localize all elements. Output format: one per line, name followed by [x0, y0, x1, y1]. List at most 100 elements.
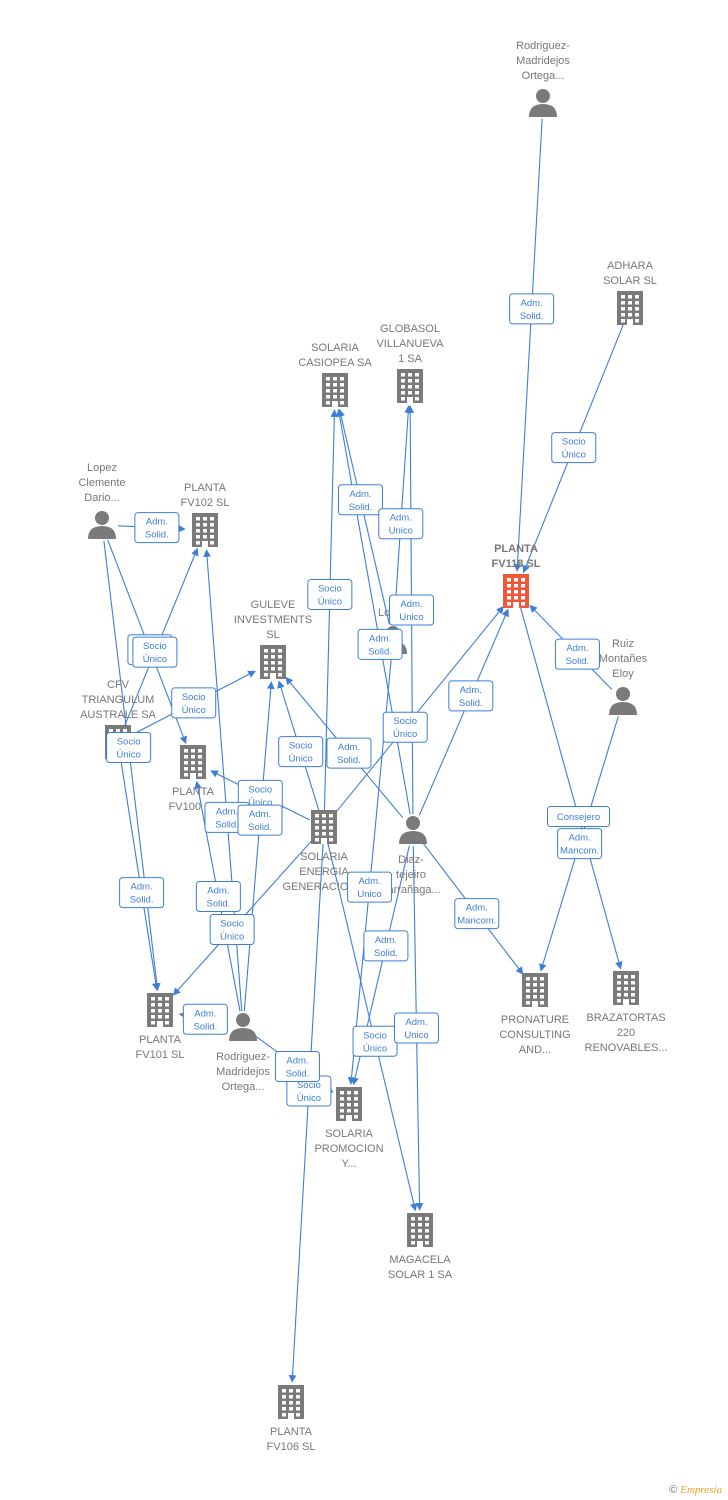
node-label: GULEVE [251, 599, 296, 611]
node-rodriguez-bottom[interactable]: Rodriguez-MadridejosOrtega... [216, 1013, 270, 1093]
node-label: tejeiro [396, 869, 426, 881]
node-solaria-energia[interactable]: SOLARIAENERGIAGENERACION... [282, 810, 366, 893]
node-pronature[interactable]: PRONATURECONSULTINGAND... [499, 973, 571, 1056]
relation-label-rodriguez_bottom-to-planta_fv100[interactable]: Adm.Solid. [195, 880, 241, 912]
relation-label-text: Adm. [369, 633, 391, 644]
relation-label-text: Único [220, 932, 244, 943]
node-diaz[interactable]: Diaz-tejeiroLarrañaga... [381, 816, 441, 896]
node-label: Rodriguez- [216, 1051, 270, 1063]
relation-label-text: Adm. [390, 513, 412, 524]
node-label: PRONATURE [501, 1014, 569, 1026]
relation-label-diaz-to-globasol[interactable]: Adm.Unico [389, 594, 435, 626]
relation-label-lopez_mid-to-solaria_casiopea[interactable]: Adm.Solid. [337, 484, 383, 516]
relation-label-text: Socio [220, 919, 244, 930]
relation-label-box [347, 871, 393, 903]
relation-label-box [554, 638, 600, 670]
relation-label-text: Solid. [130, 895, 154, 906]
relation-label-text: Adm. [338, 742, 360, 753]
relation-label-text: Solid. [248, 822, 272, 833]
relation-label-planta_fv118-to-brazatortas[interactable]: Consejero [546, 806, 610, 828]
node-label: GLOBASOL [380, 323, 440, 335]
node-label: Ortega... [522, 70, 565, 82]
node-solaria-promocion[interactable]: SOLARIAPROMOCIONY... [314, 1087, 384, 1170]
relation-label-text: Adm. [349, 489, 371, 500]
node-label: TRIANGULUM [82, 694, 155, 706]
relation-label-lopez_mid-to-globasol[interactable]: Adm.Unico [378, 508, 424, 540]
relation-label-text: Socio [562, 437, 586, 448]
relation-label-text: Adm. [521, 298, 543, 309]
building-icon [617, 291, 643, 325]
relation-label-text: Socio [117, 737, 141, 748]
building-icon [336, 1087, 362, 1121]
relation-label-cfv-to-planta_fv101[interactable]: Adm.Solid. [119, 877, 165, 909]
relation-label-box [551, 432, 597, 464]
node-label: Clemente [78, 477, 125, 489]
relation-label-rodriguez_bottom-to-guleve[interactable]: Adm. Solid. [237, 804, 283, 836]
node-lopez-clemente[interactable]: LopezClementeDario... [78, 462, 126, 539]
relation-label-text: Socio [363, 1030, 387, 1041]
node-label: FV101 SL [136, 1049, 185, 1061]
relation-label-rodriguez_bottom-to-solaria_promocion[interactable]: Adm.Solid. [274, 1051, 320, 1083]
relation-label-text: Adm. [566, 643, 588, 654]
relation-label-ruiz-to-planta_fv118[interactable]: Adm.Solid. [554, 638, 600, 670]
brand-logo[interactable]: Empresia [680, 1484, 722, 1496]
footer: © Empresia [669, 1484, 722, 1496]
relation-label-text: Adm. [358, 876, 380, 887]
edge-cfv-to-planta_fv101 [119, 757, 160, 992]
relation-label-lopez_mid-to-solaria_promocion[interactable]: Adm.Unico [347, 871, 393, 903]
node-label: PROMOCION [314, 1143, 383, 1155]
relation-label-rodriguez_top-to-planta_fv118[interactable]: Adm.Solid. [509, 293, 555, 325]
relation-label-text: Solid. [374, 948, 398, 959]
relation-label-diaz-to-pronature[interactable]: Adm.Mancom. [454, 898, 500, 930]
relation-label-diaz-to-solaria_casiopea[interactable]: Adm. Solid. [357, 628, 403, 660]
relation-label-box [307, 578, 353, 610]
relation-label-diaz-to-solaria_promocion[interactable]: Adm.Solid. [363, 930, 409, 962]
node-label: PLANTA [184, 482, 227, 494]
relation-label-text: Único [248, 797, 272, 808]
relation-label-text: Único [297, 1093, 321, 1104]
relation-label-lopez_clemente-to-planta_fv102[interactable]: Adm.Solid. [134, 512, 180, 544]
node-label: Y... [341, 1158, 356, 1170]
relation-label-diaz-to-guleve[interactable]: Adm.Solid. [326, 737, 372, 769]
node-label: Eloy [612, 668, 634, 680]
node-label: CFV [107, 679, 130, 691]
relation-label-text: Socio [289, 741, 313, 752]
node-brazatortas[interactable]: BRAZATORTAS220RENOVABLES... [585, 971, 668, 1054]
relation-label-text: Adm. [249, 809, 271, 820]
relation-label-box [389, 594, 435, 626]
relation-label-text: Solid. [193, 1021, 217, 1032]
relation-label-text: Unico [404, 1030, 428, 1041]
node-rodriguez-top[interactable]: Rodriguez-MadridejosOrtega... [516, 40, 570, 117]
relation-label-text: Socio [143, 641, 167, 652]
relation-label-text: Solid. [145, 530, 169, 541]
relation-label-diaz-to-planta_fv118[interactable]: Adm.Solid. [448, 680, 494, 712]
relation-label-ruiz-to-pronature[interactable]: Adm.Mancom. [557, 828, 603, 860]
relation-label-rodriguez_bottom-to-planta_fv101[interactable]: Adm.Solid. [182, 1003, 228, 1035]
relation-label-diaz-to-magacela[interactable]: Adm.Unico [393, 1012, 439, 1044]
relation-label-text: Socio [297, 1080, 321, 1091]
person-icon [529, 89, 557, 117]
relation-label-text: Solid. [368, 646, 392, 657]
edge-solaria_energia-to-solaria_casiopea [323, 409, 339, 812]
